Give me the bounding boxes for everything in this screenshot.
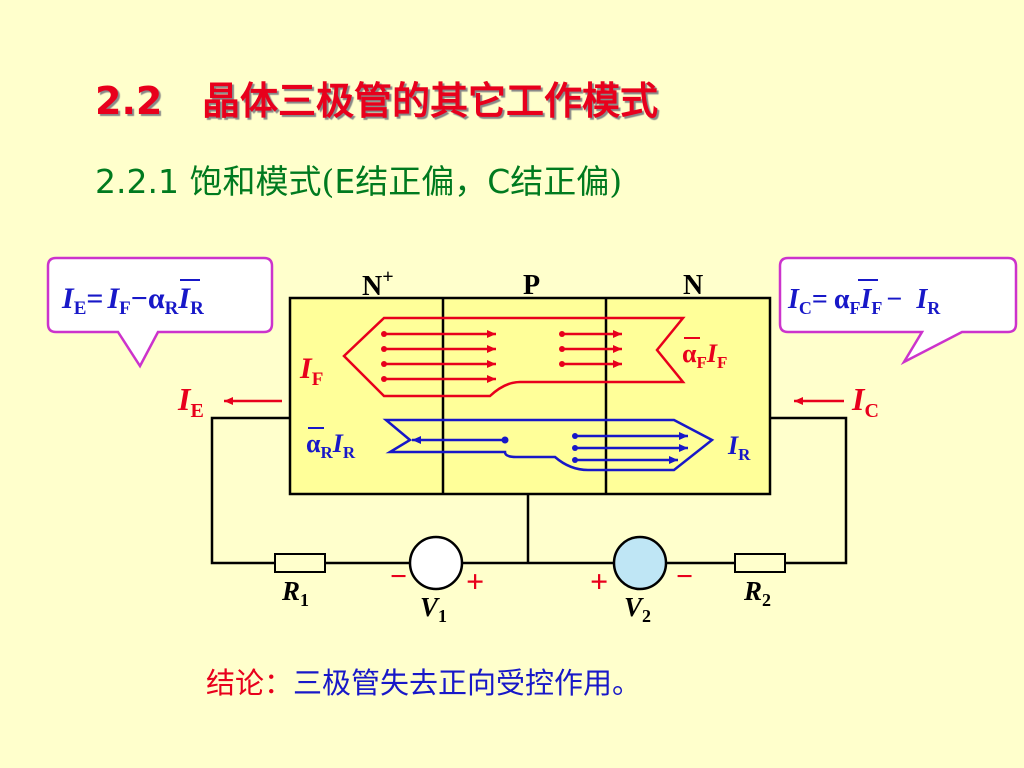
- label-ie: IE: [177, 381, 204, 422]
- callout-ie: IE=IF−αRIR: [46, 256, 274, 369]
- voltage-source-v1: [408, 535, 464, 591]
- label-ir: IR: [727, 431, 751, 464]
- label-alpha-r-ir: αRIR: [306, 429, 356, 462]
- v1-plus-sign: +: [466, 563, 484, 599]
- forward-current-arrow: [342, 316, 686, 398]
- subtitle-detail: E结正偏，C结正偏: [334, 162, 610, 201]
- callout-ic: IC=αFIF−IR: [778, 256, 1018, 366]
- subtitle-number: 2.2.1: [95, 162, 179, 201]
- wire-collector: [770, 416, 848, 565]
- label-if: IF: [299, 352, 323, 390]
- v2-minus-sign: −: [676, 560, 693, 593]
- subtitle-open-paren: (: [321, 162, 335, 201]
- conclusion-text: 三极管失去正向受控作用。: [293, 666, 642, 700]
- region-label-n: N: [683, 270, 703, 301]
- conclusion-label: 结论：: [206, 666, 294, 700]
- wire-emitter: [210, 416, 290, 565]
- conclusion: 结论：三极管失去正向受控作用。: [206, 660, 641, 702]
- transistor-body: [288, 296, 772, 496]
- region-label-p: P: [523, 270, 540, 301]
- callout-ic-formula: IC=αFIF−IR: [787, 284, 941, 318]
- voltage-source-v2: [612, 535, 668, 591]
- resistor-r1: [274, 553, 326, 573]
- region-label-n-plus: N+: [362, 266, 394, 302]
- label-r1: R1: [281, 576, 309, 610]
- subtitle-text: 饱和模式: [189, 162, 322, 201]
- label-alpha-f-if: αFIF: [682, 339, 727, 372]
- label-ic: IC: [851, 381, 879, 422]
- label-v1: V1: [420, 592, 447, 626]
- callout-ie-formula: IE=IF−αRIR: [61, 282, 204, 319]
- slide-subtitle: 2.2.1 饱和模式(E结正偏，C结正偏): [95, 155, 622, 203]
- title-text: 晶体三极管的其它工作模式: [202, 79, 659, 123]
- v2-plus-sign: +: [590, 563, 608, 599]
- label-r2: R2: [743, 576, 771, 610]
- v1-minus-sign: −: [390, 560, 407, 593]
- title-number: 2.2: [95, 79, 163, 123]
- subtitle-close-paren: ): [609, 162, 623, 201]
- slide-title: 2.2 晶体三极管的其它工作模式: [95, 70, 658, 125]
- label-v2: V2: [624, 592, 651, 626]
- reverse-current-arrow: [382, 418, 715, 472]
- resistor-r2: [734, 553, 786, 573]
